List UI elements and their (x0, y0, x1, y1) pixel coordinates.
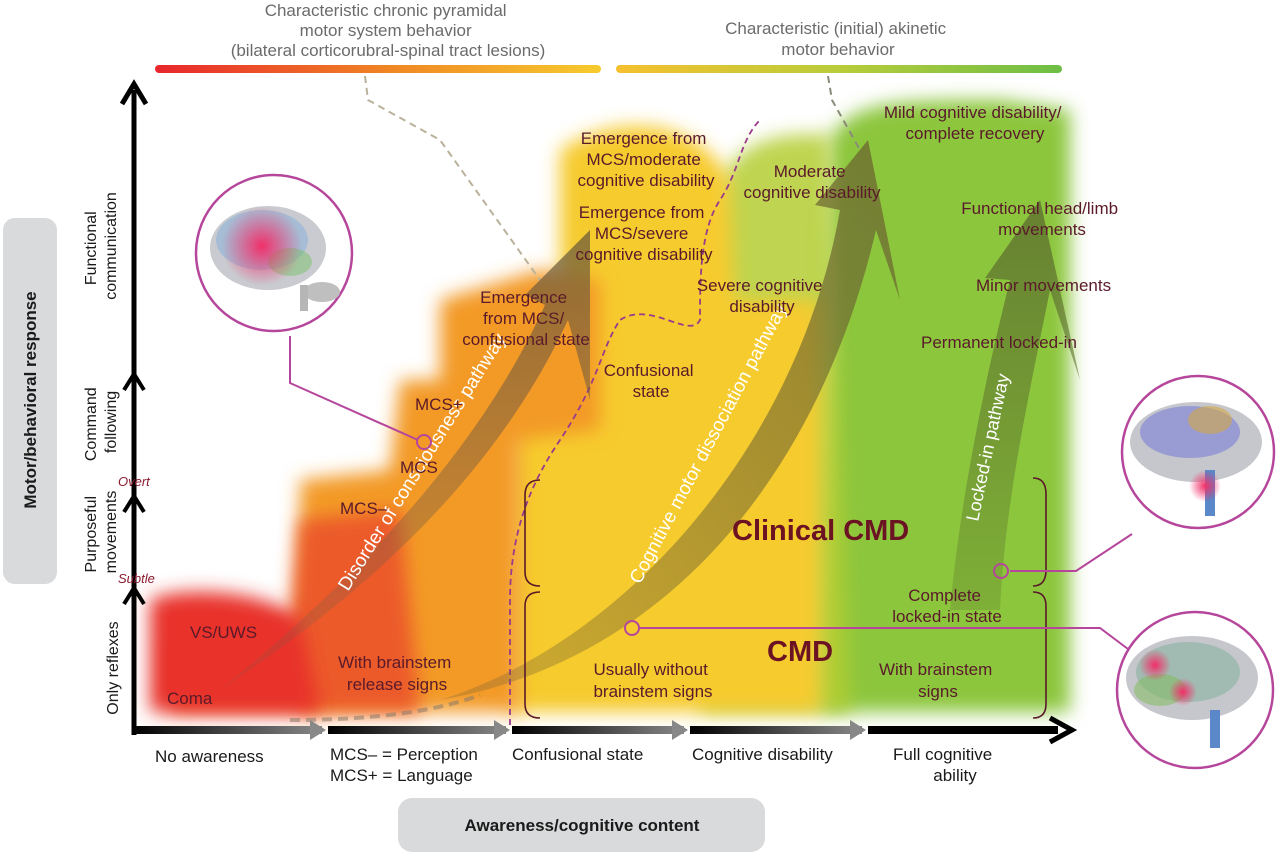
locked-pathway-arrow (950, 200, 1080, 610)
cmd-right-bracket (1032, 591, 1047, 719)
brain-diffuse-image (194, 173, 354, 333)
level-command: Command following (83, 383, 120, 461)
brainstem-dash (289, 693, 481, 722)
x-axis-title: Awareness/cognitive content (465, 816, 700, 835)
akinetic-connector (827, 75, 861, 151)
label-coma: Coma (167, 689, 213, 708)
label-vs-uws: VS/UWS (190, 623, 257, 642)
level-only-reflexes: Only reflexes (105, 621, 122, 714)
callout-line-locked (1010, 533, 1133, 572)
marker-subtle: Subtle (118, 571, 155, 586)
label-brainstem-release: With brainstem release signs (338, 653, 456, 694)
red-zone (150, 591, 320, 712)
stage-mcs-plus: MCS+ = Language (330, 766, 473, 785)
pyramidal-label: Characteristic chronic pyramidal motor s… (231, 1, 546, 60)
y-axis-title-box (3, 218, 57, 584)
top-bars: Characteristic chronic pyramidal motor s… (155, 1, 1062, 73)
callout-lines (289, 336, 1133, 653)
callout-dot-mcs (416, 434, 432, 450)
label-permanent-locked: Permanent locked-in (921, 333, 1077, 352)
y-arrow-top (119, 79, 149, 106)
label-mild-cognitive: Mild cognitive disability/ complete reco… (884, 103, 1066, 143)
label-severe-cognitive: Severe cognitive disability (697, 276, 827, 316)
pyramidal-connector (364, 75, 541, 281)
label-with-brainstem: With brainstem signs (879, 660, 997, 701)
callout-dot-cmd (624, 620, 640, 636)
doc-pathway-arrow (220, 230, 590, 690)
label-emergence-severe: Emergence from MCS/severe cognitive disa… (575, 203, 713, 264)
label-emergence-moderate: Emergence from MCS/moderate cognitive di… (577, 129, 715, 190)
brain-brainstem-lesion-image (1120, 374, 1276, 530)
x-axis (132, 715, 1078, 745)
y-arrow-purposeful (122, 492, 146, 514)
stage-full-cognitive: Full cognitive ability (893, 745, 997, 785)
marker-overt: Overt (118, 474, 151, 489)
level-purposeful: Purposeful movements (83, 491, 120, 574)
level-functional: Functional communication (83, 192, 120, 300)
label-mcs-plus: MCS+ (415, 395, 463, 414)
callout-line-mcs (289, 336, 419, 441)
brain-cortical-lesion-image (1115, 610, 1275, 770)
label-clinical-cmd: Clinical CMD (732, 515, 909, 547)
y-axis-title: Motor/behavioral response (21, 291, 40, 508)
label-mcs: MCS (400, 458, 438, 477)
pyramidal-bar (155, 65, 601, 73)
label-emergence-confusional: Emergence from MCS/ confusional state (462, 288, 590, 349)
y-axis (119, 79, 149, 735)
label-mcs-minus: MCS– (340, 499, 388, 518)
y-arrow-reflexes (122, 584, 146, 606)
label-usually-without: Usually without brainstem signs (593, 660, 712, 701)
cmd-left-bracket (524, 591, 541, 719)
label-minor-movements: Minor movements (976, 276, 1111, 295)
label-moderate-cognitive: Moderate cognitive disability (743, 162, 881, 202)
region-labels: Coma VS/UWS MCS– MCS MCS+ With brainstem… (167, 103, 1123, 708)
cmd-pathway-arrow (440, 140, 900, 700)
label-complete-locked: Complete locked-in state (892, 586, 1002, 626)
label-cmd: CMD (767, 636, 833, 668)
callout-line-cmd (640, 627, 1133, 653)
y-arrow-command (122, 370, 146, 392)
stage-confusional: Confusional state (512, 745, 643, 764)
brackets (524, 477, 1047, 719)
label-functional-head: Functional head/limb movements (961, 199, 1123, 239)
x-axis-title-box (398, 798, 765, 852)
akinetic-label: Characteristic (initial) akinetic motor … (725, 19, 951, 59)
clinical-cmd-left-bracket (524, 479, 541, 587)
callout-dot-locked (993, 563, 1009, 579)
awareness-boundary (509, 119, 761, 725)
label-confusional-state: Confusional state (604, 361, 699, 401)
akinetic-bar (616, 65, 1062, 73)
clinical-cmd-right-bracket (1032, 477, 1047, 587)
stage-mcs-minus: MCS– = Perception (330, 745, 478, 764)
stage-cognitive-disability: Cognitive disability (692, 745, 833, 764)
stage-no-awareness: No awareness (155, 747, 264, 766)
